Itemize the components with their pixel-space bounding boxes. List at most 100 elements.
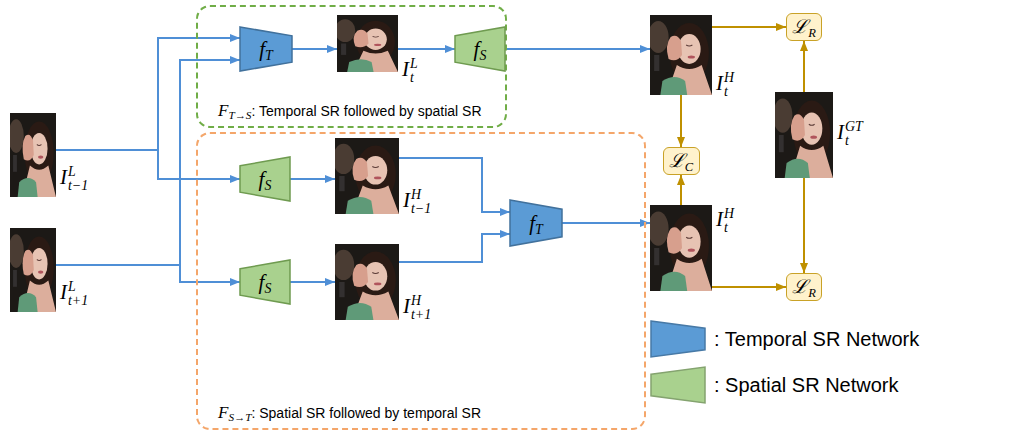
legend-text: : Spatial SR Network	[714, 374, 899, 397]
legend-row: : Spatial SR Network	[650, 366, 919, 404]
video-frame: ItH	[650, 205, 712, 291]
arrow-connector	[712, 286, 786, 288]
subscript: S	[264, 178, 271, 193]
spatial-sr-network: fS	[240, 260, 290, 304]
node-label: fS	[259, 270, 272, 294]
frame-label: It−1L	[60, 165, 88, 193]
index-stack: t+1H	[411, 294, 431, 322]
face-picture	[8, 228, 56, 312]
subscript: C	[685, 160, 693, 174]
frame-picture	[10, 113, 56, 197]
index-stack: tH	[724, 207, 734, 235]
legend-text: : Temporal SR Network	[714, 328, 919, 351]
math-symbol: I	[60, 165, 67, 189]
face-picture	[773, 92, 833, 178]
arrow-connector	[680, 95, 682, 147]
subscript: t+1	[411, 308, 431, 322]
arrow-connector	[562, 222, 650, 224]
math-symbol: F	[218, 101, 228, 120]
index-stack: t−1H	[411, 188, 431, 216]
superscript: H	[724, 71, 734, 85]
legend-swatch-frame	[650, 320, 706, 358]
caption-words: : Spatial SR followed by temporal SR	[251, 405, 481, 421]
video-frame: ItH	[650, 15, 712, 95]
trapezoid	[240, 260, 290, 304]
arrow-connector	[290, 281, 335, 283]
subscript: t	[724, 85, 734, 99]
legend: : Temporal SR Network : Spatial SR Networ…	[650, 320, 919, 412]
frame-label: It+1L	[60, 280, 88, 308]
superscript: H	[411, 294, 431, 308]
face-picture	[333, 138, 399, 214]
face-picture	[335, 15, 398, 72]
node-label: fT	[259, 37, 273, 61]
arrow-connector	[290, 178, 335, 180]
index-stack: tH	[724, 71, 734, 99]
trapezoid	[240, 27, 292, 71]
video-frame: It−1H	[335, 138, 399, 214]
math-symbol: f	[529, 211, 535, 235]
video-frame: It+1L	[10, 228, 56, 312]
superscript: GT	[845, 120, 863, 134]
video-frame: It+1H	[335, 244, 399, 320]
subscript: S	[479, 48, 486, 63]
subscript: t	[724, 221, 734, 235]
loss-box: ℒC	[663, 147, 700, 175]
face-picture	[8, 113, 56, 197]
arrow-connector	[56, 265, 240, 282]
legend-row: : Temporal SR Network	[650, 320, 919, 358]
pipeline-group: FS→T: Spatial SR followed by temporal SR…	[196, 132, 646, 430]
frame-picture	[10, 228, 56, 312]
math-symbol: f	[259, 37, 265, 61]
legend-swatch	[651, 321, 705, 357]
arrow-connector	[803, 178, 805, 273]
frame-label: ItGT	[837, 120, 863, 148]
frame-label: It−1H	[403, 188, 431, 216]
superscript: L	[68, 280, 88, 294]
face-picture	[648, 205, 712, 291]
loss-box: ℒR	[786, 273, 822, 301]
trapezoid	[455, 27, 505, 71]
math-symbol: ℒ	[792, 276, 808, 297]
frame-label: ItL	[402, 57, 418, 85]
group-title: FS→T: Spatial SR followed by temporal SR	[218, 403, 481, 423]
trapezoid	[510, 200, 562, 246]
subscript: t−1	[68, 179, 88, 193]
video-frame: ItGT	[775, 92, 833, 178]
legend-swatch-frame	[650, 366, 706, 404]
subscript: T	[265, 48, 273, 63]
frame-label: ItH	[716, 71, 734, 99]
math-symbol: I	[403, 188, 410, 212]
math-symbol: ℒ	[669, 150, 685, 171]
subscript: t+1	[68, 294, 88, 308]
arrow-connector	[398, 48, 455, 50]
face-picture	[333, 244, 399, 320]
spatial-sr-network: fS	[455, 27, 505, 71]
node-label: ℒR	[792, 16, 816, 38]
math-symbol: I	[837, 120, 844, 144]
math-symbol: I	[716, 71, 723, 95]
frame-picture	[337, 15, 398, 72]
group-title: FT→S: Temporal SR followed by spatial SR	[218, 101, 482, 121]
superscript: H	[411, 188, 431, 202]
superscript: H	[724, 207, 734, 221]
node-label: fS	[259, 167, 272, 191]
node-label: fS	[474, 37, 487, 61]
trapezoid	[240, 157, 290, 201]
arrow-connector	[803, 41, 805, 92]
pipeline-group: FT→S: Temporal SR followed by spatial SR…	[196, 5, 507, 128]
math-symbol: f	[259, 270, 265, 294]
node-label: fT	[529, 211, 543, 235]
frame-picture	[650, 15, 712, 95]
video-frame: It−1L	[10, 113, 56, 197]
arrow-connector	[712, 26, 786, 28]
frame-picture	[775, 92, 833, 178]
subscript: R	[808, 26, 816, 40]
superscript: L	[68, 165, 88, 179]
math-symbol: f	[474, 37, 480, 61]
spatial-sr-network: fS	[240, 157, 290, 201]
node-label: ℒR	[792, 276, 816, 298]
math-symbol: f	[259, 167, 265, 191]
math-symbol: I	[60, 280, 67, 304]
